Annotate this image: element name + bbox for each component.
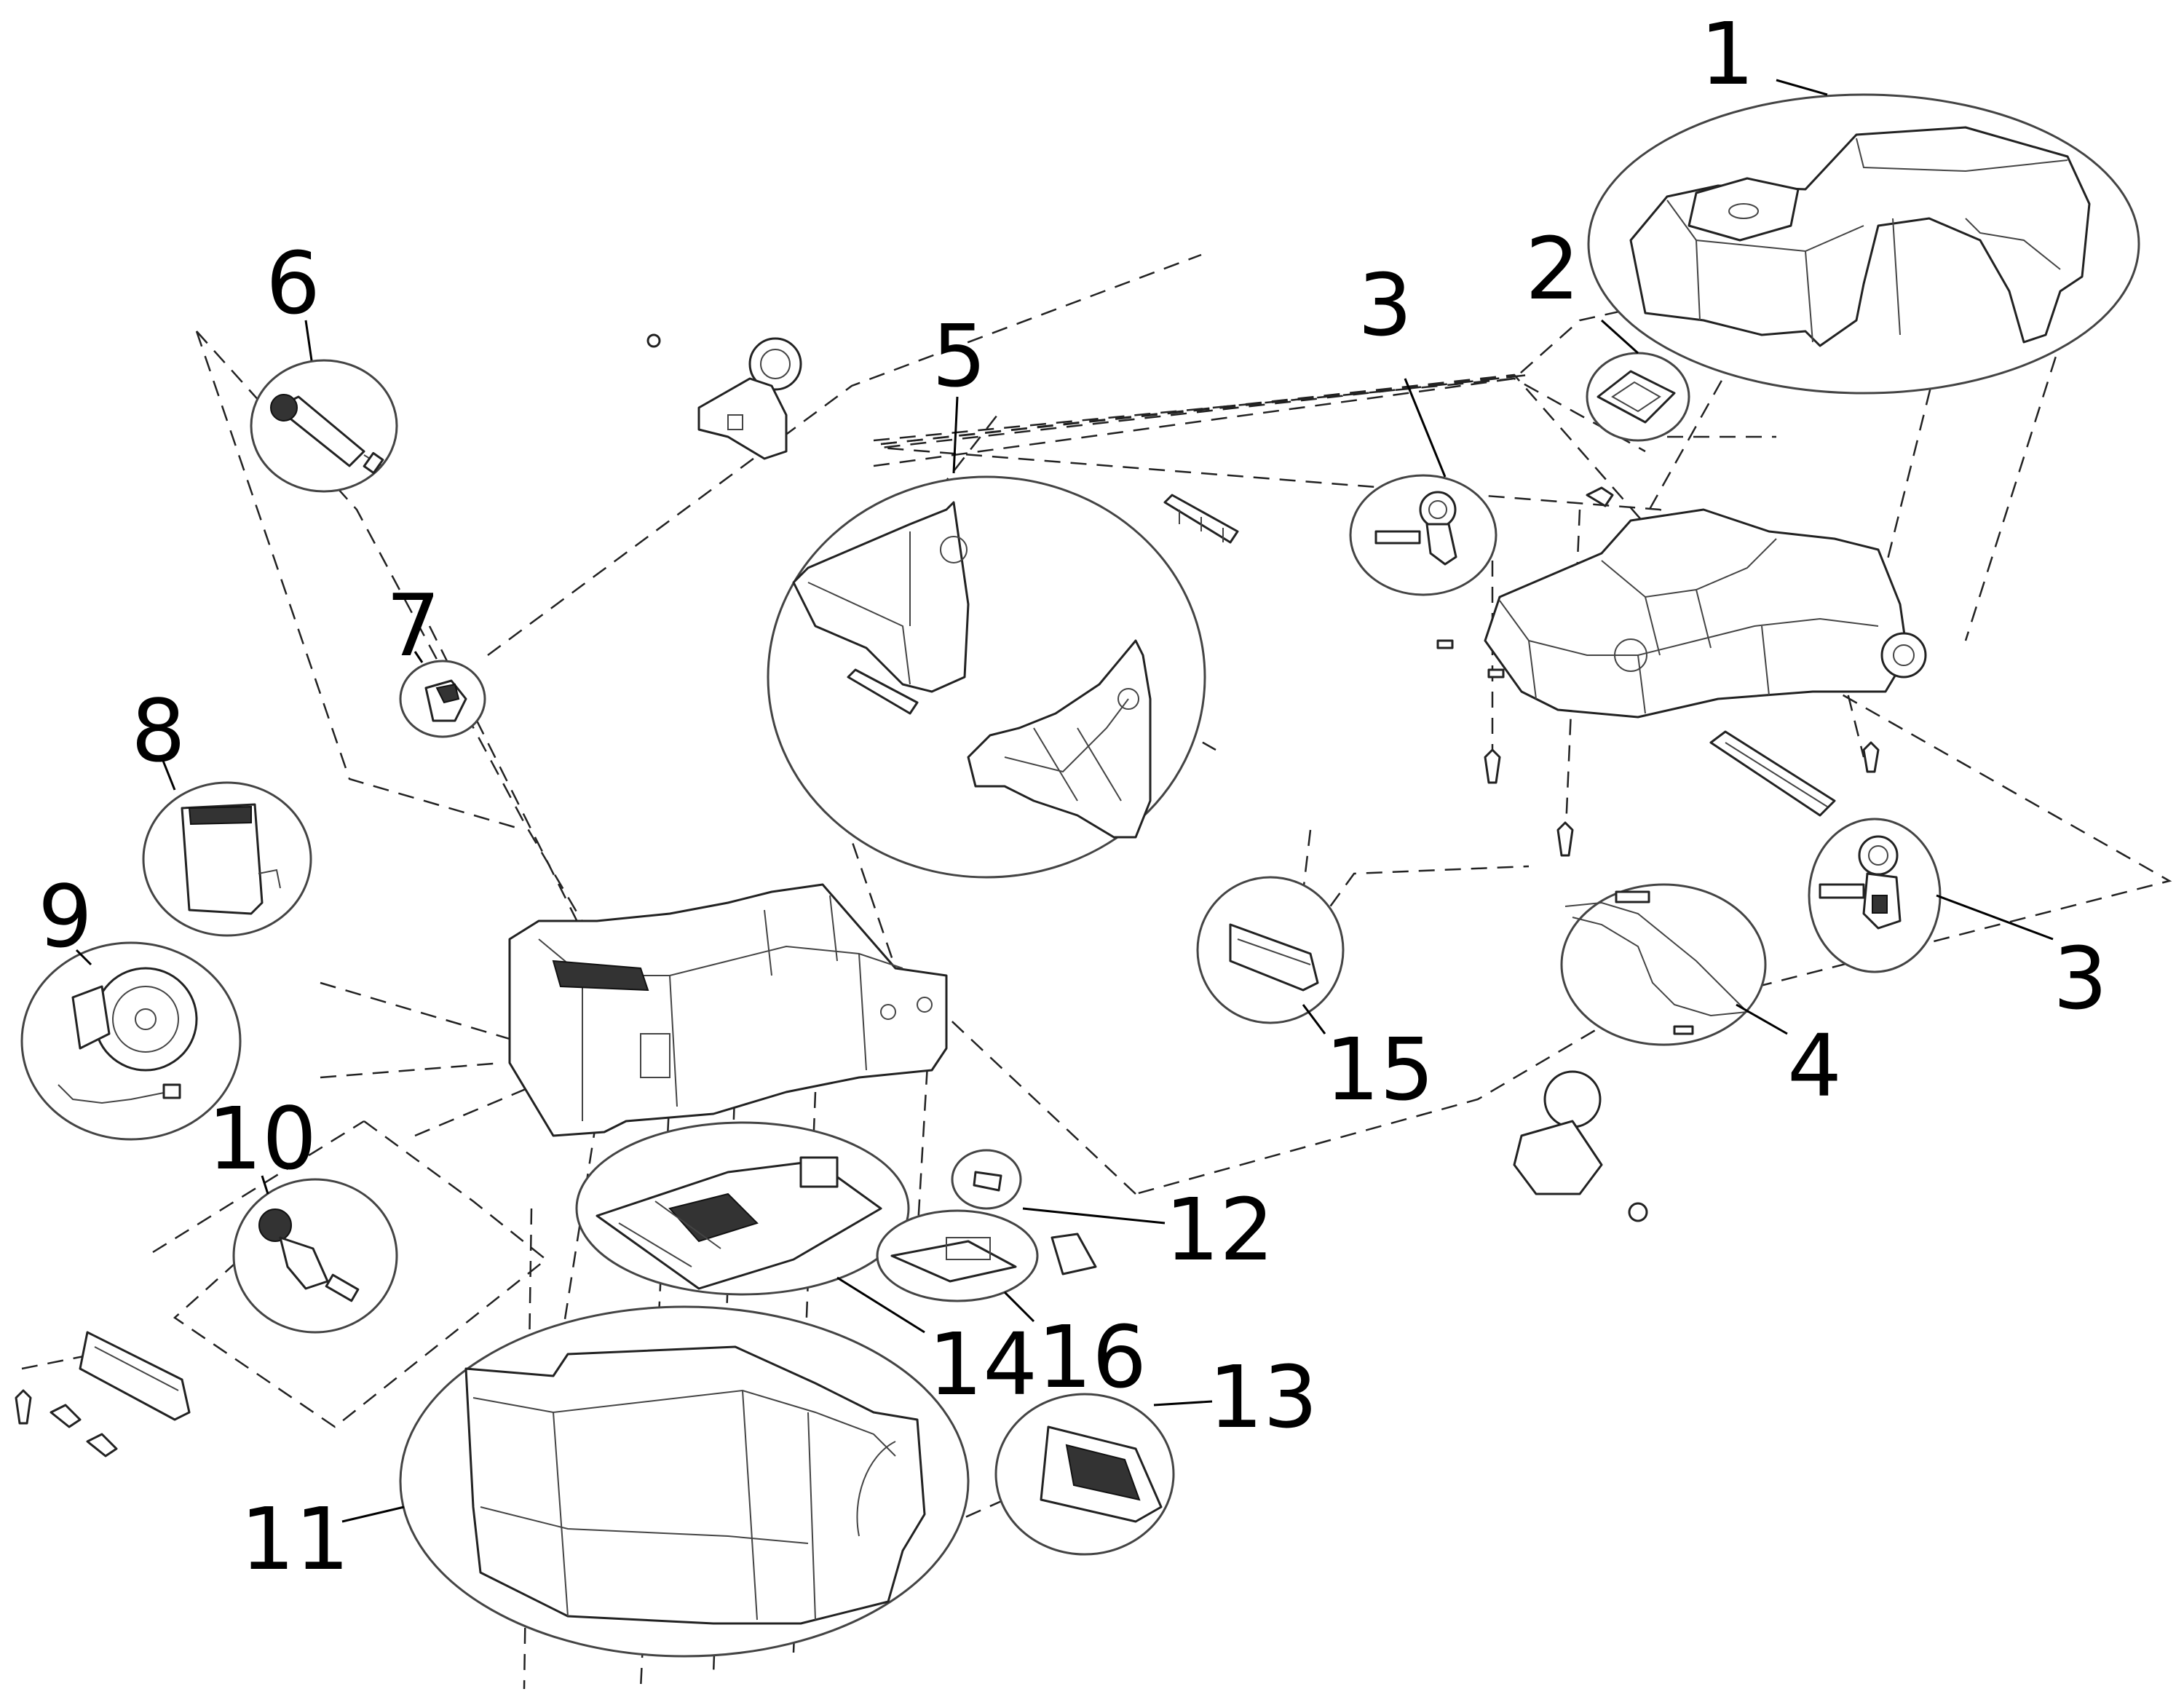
callout-16: 16	[1037, 1307, 1147, 1407]
bubble-3a	[1349, 474, 1497, 596]
callout-7: 7	[386, 575, 440, 676]
callout-2: 2	[1525, 218, 1580, 319]
roller-part	[270, 394, 384, 475]
lever-b-part	[1819, 835, 1902, 930]
clip-part	[973, 1171, 1097, 1275]
callout-3a: 3	[1358, 255, 1412, 355]
callout-15: 15	[1325, 1019, 1434, 1120]
gear-part	[258, 1209, 360, 1302]
cable-part	[1564, 890, 1749, 1035]
filter-part	[1040, 1425, 1163, 1523]
lever-a-part	[1374, 491, 1457, 566]
callout-9: 9	[38, 866, 92, 967]
front-panel-part	[181, 803, 281, 915]
callout-6: 6	[266, 233, 320, 333]
top-cover-part	[1629, 126, 2091, 347]
bottom-housing-part	[464, 1345, 926, 1625]
callout-11: 11	[240, 1489, 349, 1589]
sensor-part	[424, 679, 467, 722]
side-frame-part	[646, 333, 1239, 839]
callout-12: 12	[1165, 1179, 1274, 1280]
callout-14: 14	[928, 1314, 1037, 1415]
bubble-4	[1560, 883, 1767, 1046]
callout-3b: 3	[2053, 928, 2108, 1029]
callout-8: 8	[131, 681, 186, 781]
callout-1: 1	[1700, 4, 1754, 104]
knob-part	[1513, 1070, 1648, 1222]
callout-5: 5	[932, 306, 986, 406]
upper-assembly-part	[1436, 486, 1927, 857]
callout-leaders	[75, 79, 2054, 1523]
callout-10: 10	[207, 1088, 317, 1189]
circuit-board-part	[596, 1156, 882, 1290]
callout-4: 4	[1787, 1016, 1842, 1116]
plate-part	[890, 1237, 1017, 1283]
chassis-part	[508, 883, 948, 1137]
callout-numbers: 1 2 3 3 4 5 6 7 8 9 10 11 12 13 14 15 16	[38, 4, 2108, 1589]
parts	[15, 126, 2091, 1625]
motor-part	[58, 967, 198, 1104]
bracket-part	[15, 1331, 191, 1457]
mount-bracket-part	[1229, 923, 1319, 992]
callout-13: 13	[1208, 1347, 1318, 1447]
small-board-part	[1597, 370, 1676, 424]
